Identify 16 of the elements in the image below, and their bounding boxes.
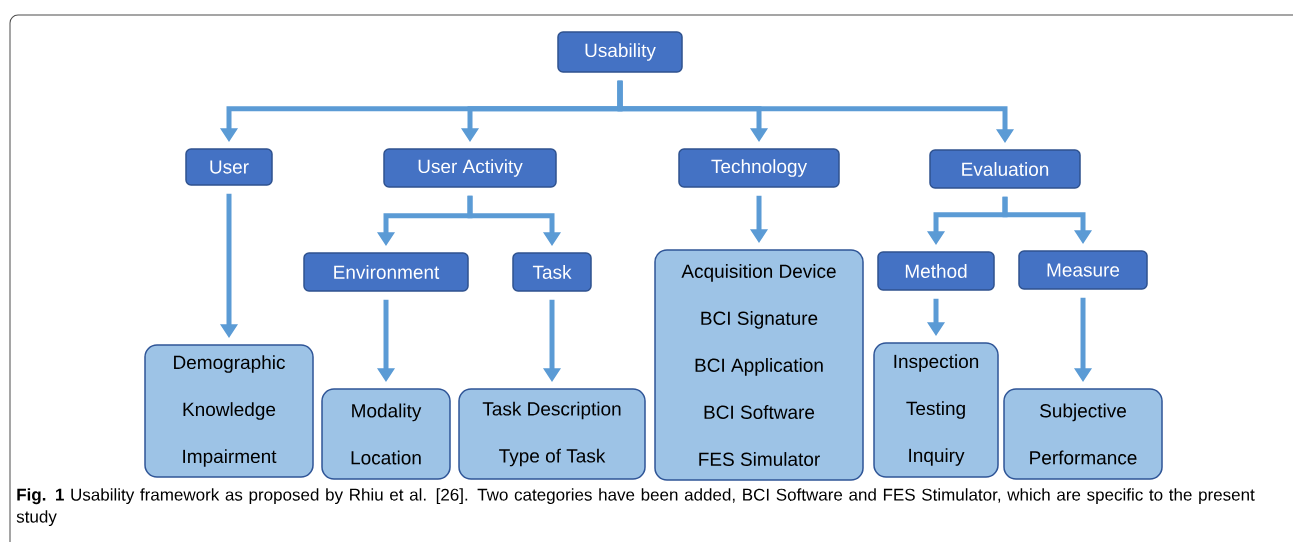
figure-caption: Fig. 1 Usability framework as proposed by Rhiu et al. [26]. Two categories have been added, BCI Software and FES Stimulator, which are specific to the present study	[16, 488, 1255, 527]
category-box: User Activity	[383, 148, 557, 188]
item-list-box: Modality Location	[321, 388, 451, 480]
category-box: Evaluation	[929, 149, 1081, 189]
category-box: Measure	[1018, 250, 1148, 290]
item-list-box: Inspection Testing Inquiry	[873, 342, 999, 478]
item-list-box: Acquisition Device BCI Signature BCI Application BCI Software FES Simulator	[654, 249, 864, 481]
item-list-box: Task Description Type of Task	[458, 388, 646, 480]
category-box: Technology	[678, 148, 840, 188]
category-box: Task	[512, 252, 592, 292]
category-box: Method	[877, 251, 995, 291]
item-list-box: Subjective Performance	[1003, 388, 1163, 480]
item-list-box: Demographic Knowledge Impairment	[144, 344, 314, 478]
category-box: Environment	[303, 252, 469, 292]
category-box: Usability	[557, 31, 683, 73]
category-box: User	[185, 148, 273, 186]
